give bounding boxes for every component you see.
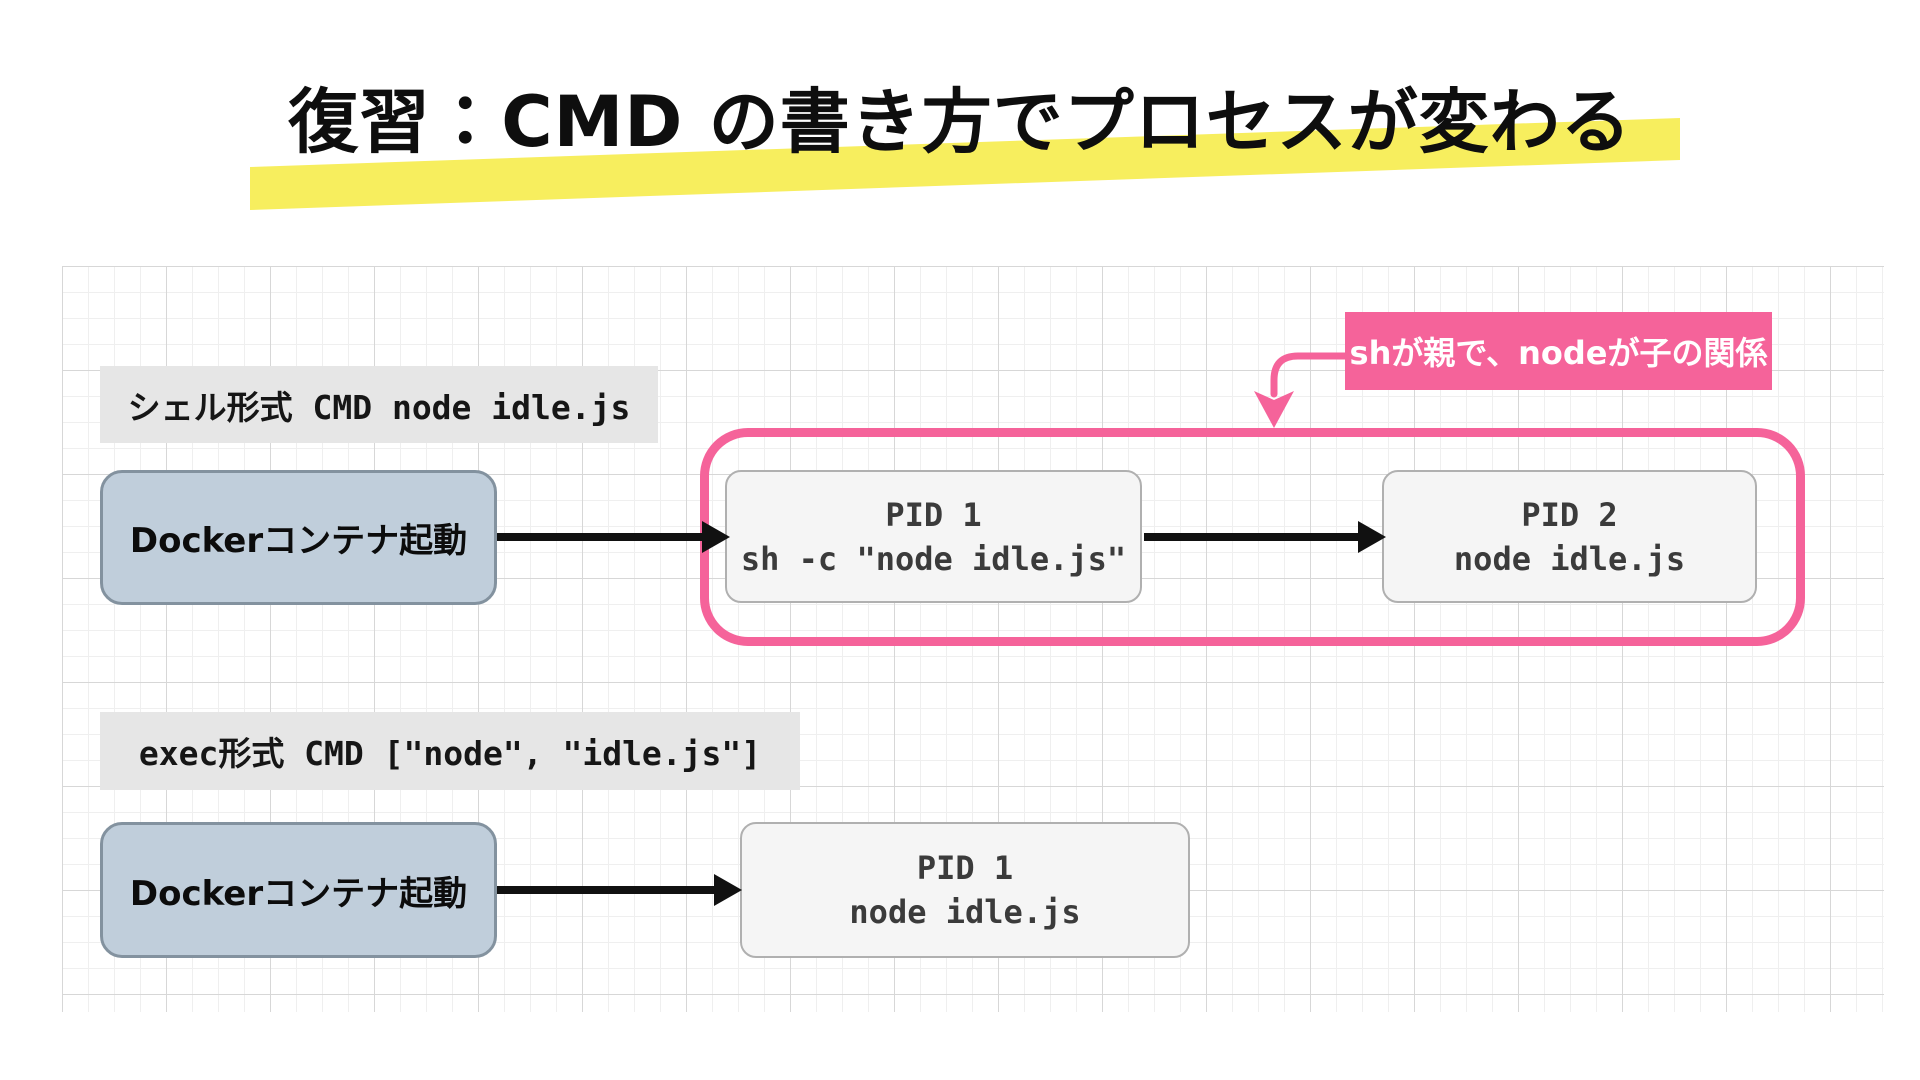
pid2-shell-title: PID 2 [1521,495,1618,534]
pid1-exec-command: node idle.js [849,893,1081,931]
page-title: 復習：CMD の書き方でプロセスが変わる [288,81,1632,163]
parent-child-annotation: shが親で、nodeが子の関係 [1345,312,1772,390]
pid2-shell-command: node idle.js [1453,539,1686,578]
docker-start-box-exec: Dockerコンテナ起動 [100,822,497,958]
process-box-pid1-exec: PID 1 node idle.js [740,822,1190,958]
pid1-shell-command: sh -c "node idle.js" [740,539,1127,578]
docker-start-box-shell: Dockerコンテナ起動 [100,470,497,605]
pid1-exec-title: PID 1 [916,849,1014,887]
title-area: 復習：CMD の書き方でプロセスが変わる [0,0,1920,240]
process-box-pid1-shell: PID 1 sh -c "node idle.js" [725,470,1142,603]
shell-form-heading: シェル形式 CMD node idle.js [100,366,658,443]
process-box-pid2-shell: PID 2 node idle.js [1382,470,1757,603]
pid1-shell-title: PID 1 [885,495,982,534]
exec-form-heading: exec形式 CMD ["node", "idle.js"] [100,712,800,790]
